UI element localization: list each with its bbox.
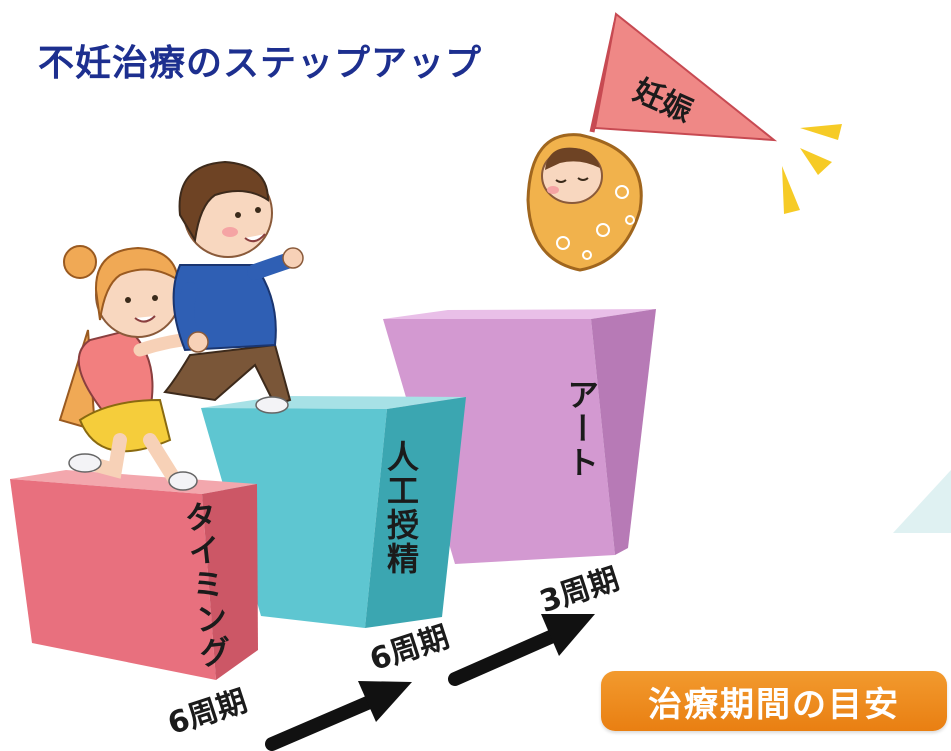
treatment-period-badge: 治療期間の目安: [601, 671, 947, 731]
arrow-icon: [265, 681, 412, 751]
boy-illustration: [163, 160, 304, 414]
sparkle-icon: [782, 124, 842, 214]
step-block-timing: [10, 470, 258, 680]
page-title: 不妊治療のステップアップ: [38, 43, 483, 84]
flag-icon: [589, 12, 778, 142]
step-block-ai: [201, 396, 466, 628]
step-label-ai: 人工授精: [382, 440, 420, 576]
decorative-triangle: [893, 470, 951, 533]
arrow-icon: [448, 614, 595, 686]
baby-illustration: [526, 133, 643, 272]
step-label-art: アート: [562, 378, 600, 480]
